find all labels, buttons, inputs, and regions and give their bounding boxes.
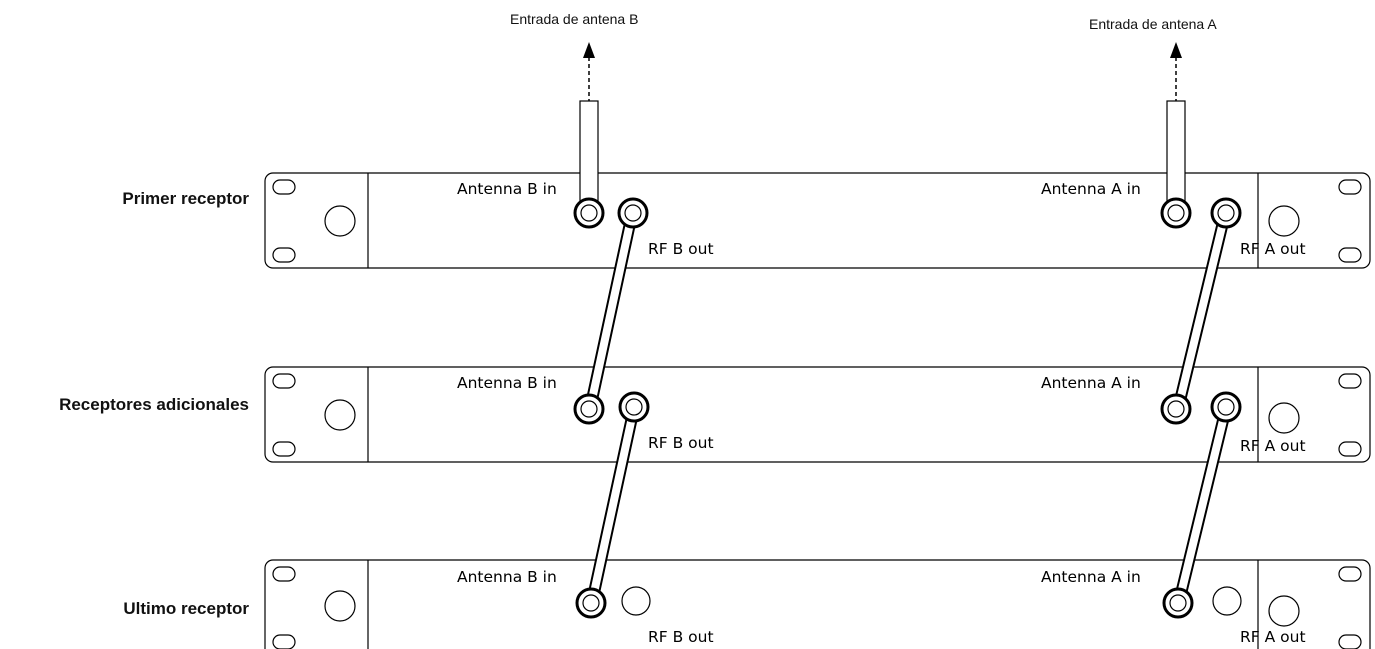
panel-knob: [1268, 595, 1300, 627]
antenna-b-input-label: Entrada de antena B: [510, 11, 638, 27]
antenna-b-in-label: Antenna B in: [457, 568, 557, 586]
arrow-up-icon: [583, 42, 595, 58]
jumper-cable-b-2-to-3: [586, 402, 640, 608]
mounting-slot: [272, 634, 296, 649]
rf-a-out-label: RF A out: [1240, 240, 1306, 258]
mounting-slot: [272, 566, 296, 582]
antenna-b-in-label: Antenna B in: [457, 180, 557, 198]
panel-knob: [324, 590, 356, 622]
jumper-cable-a-1-to-2: [1172, 208, 1231, 415]
jumper-cable-b-1-to-2: [584, 208, 638, 415]
antenna-a-in-label: Antenna A in: [1041, 568, 1141, 586]
rf-a-out-connector: [1212, 586, 1242, 616]
mounting-slot: [1338, 634, 1362, 649]
panel-knob: [1268, 402, 1300, 434]
mounting-slot: [272, 179, 296, 195]
rack-panel: [264, 559, 1371, 649]
jumper-cable-a-2-to-3: [1173, 402, 1232, 608]
rf-b-out-connector: [621, 586, 651, 616]
panel-knob: [324, 399, 356, 431]
panel-knob: [1268, 205, 1300, 237]
panel-knob: [324, 205, 356, 237]
row-label-additional-receivers: Receptores adicionales: [59, 395, 249, 414]
mounting-slot: [1338, 566, 1362, 582]
rf-b-out-label: RF B out: [648, 240, 714, 258]
mounting-slot: [272, 441, 296, 457]
row-label-first-receiver: Primer receptor: [122, 189, 249, 208]
antenna-a-input-label: Entrada de antena A: [1089, 16, 1217, 32]
mounting-slot: [1338, 373, 1362, 389]
antenna-a-in-label: Antenna A in: [1041, 374, 1141, 392]
rf-b-out-label: RF B out: [648, 434, 714, 452]
antenna-a-input-cable: [1166, 42, 1186, 210]
rf-b-out-label: RF B out: [648, 628, 714, 646]
receiver-panel-additional: Antenna B in RF B out Antenna A in RF A …: [264, 366, 1371, 463]
antenna-b-input-cable: [579, 42, 599, 210]
antenna-a-in-label: Antenna A in: [1041, 180, 1141, 198]
mounting-slot: [1338, 247, 1362, 263]
receiver-panel-last: Antenna B in RF B out Antenna A in RF A …: [264, 559, 1371, 649]
antenna-b-in-label: Antenna B in: [457, 374, 557, 392]
rack-panel: [264, 366, 1371, 463]
rack-panel: [264, 172, 1371, 269]
mounting-slot: [272, 247, 296, 263]
mounting-slot: [1338, 441, 1362, 457]
connected-connectors: [573, 197, 1242, 619]
rf-a-out-label: RF A out: [1240, 437, 1306, 455]
mounting-slot: [1338, 179, 1362, 195]
mounting-slot: [272, 373, 296, 389]
row-label-last-receiver: Ultimo receptor: [123, 599, 249, 618]
receiver-panel-first: Antenna B in RF B out Antenna A in RF A …: [264, 172, 1371, 269]
rf-a-out-label: RF A out: [1240, 628, 1306, 646]
arrow-up-icon: [1170, 42, 1182, 58]
